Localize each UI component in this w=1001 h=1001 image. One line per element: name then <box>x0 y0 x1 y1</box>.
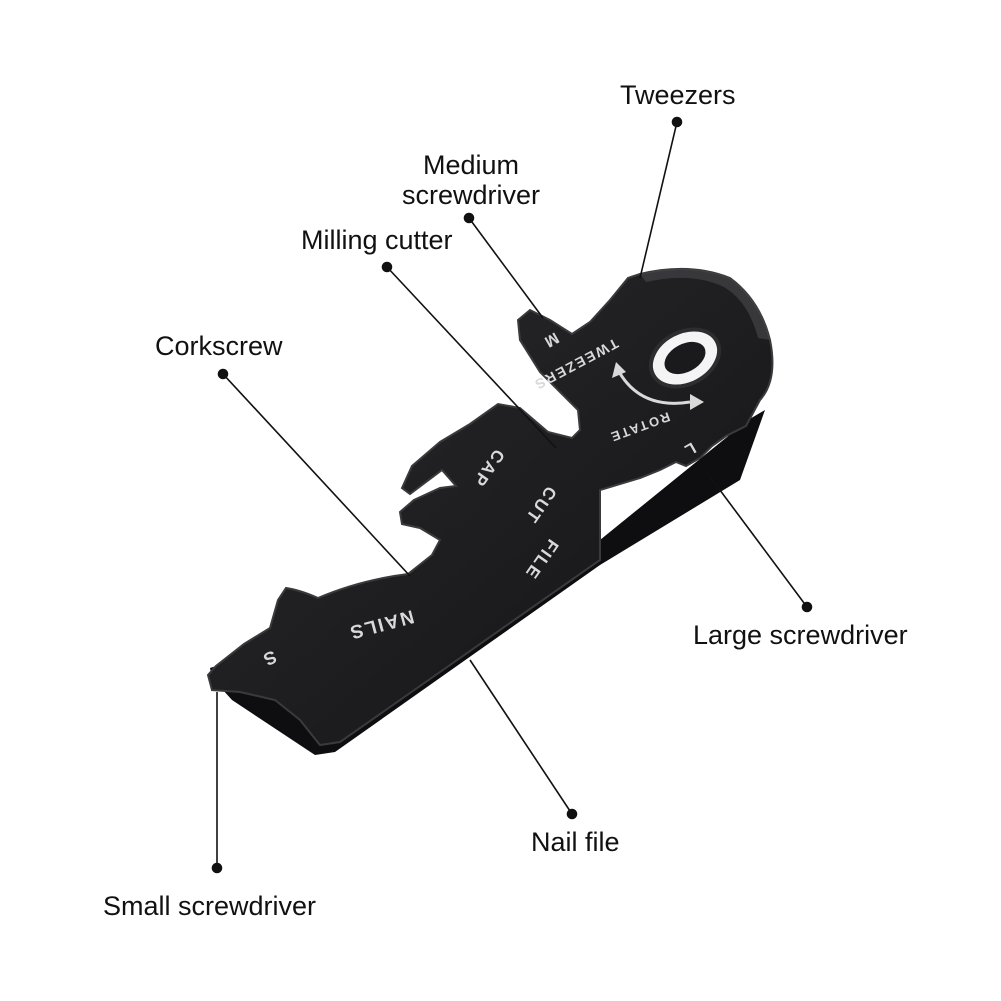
engraving-medium: M <box>540 329 562 351</box>
leader-line-large-screwdriver <box>704 469 808 608</box>
label-nail-file: Nail file <box>531 827 620 857</box>
label-small-screwdriver: Small screwdriver <box>103 891 317 921</box>
leader-line-nail-file <box>469 659 573 815</box>
leader-line-milling-cutter <box>386 266 557 449</box>
label-corkscrew: Corkscrew <box>155 331 283 361</box>
rotate-arrowtail-icon <box>612 362 626 378</box>
label-milling-cutter: Milling cutter <box>301 225 453 255</box>
label-medium-screwdriver: Medium screwdriver <box>398 150 544 210</box>
leader-dot-medium-screwdriver <box>463 212 475 224</box>
label-large-screwdriver: Large screwdriver <box>693 620 908 650</box>
tool-head-highlight <box>640 268 770 340</box>
leader-dot-tweezers <box>671 116 683 128</box>
leader-dot-small-screwdriver <box>211 862 223 874</box>
leader-line-medium-screwdriver <box>468 217 544 319</box>
leader-line-tweezers <box>639 121 678 279</box>
leader-line-corkscrew <box>222 373 411 577</box>
rotate-arrow-icon <box>616 369 691 405</box>
tweezer-hole-inner <box>664 341 706 375</box>
label-medium-screwdriver-line2: screwdriver <box>401 180 541 210</box>
label-tweezers: Tweezers <box>620 80 736 110</box>
label-medium-screwdriver-line1: Medium <box>422 150 520 180</box>
leader-dot-nail-file <box>566 808 578 820</box>
leader-dot-corkscrew <box>217 368 229 380</box>
leader-dot-milling-cutter <box>381 261 393 273</box>
leader-dot-large-screwdriver <box>801 601 813 613</box>
rotate-arrowhead-icon <box>690 394 704 410</box>
